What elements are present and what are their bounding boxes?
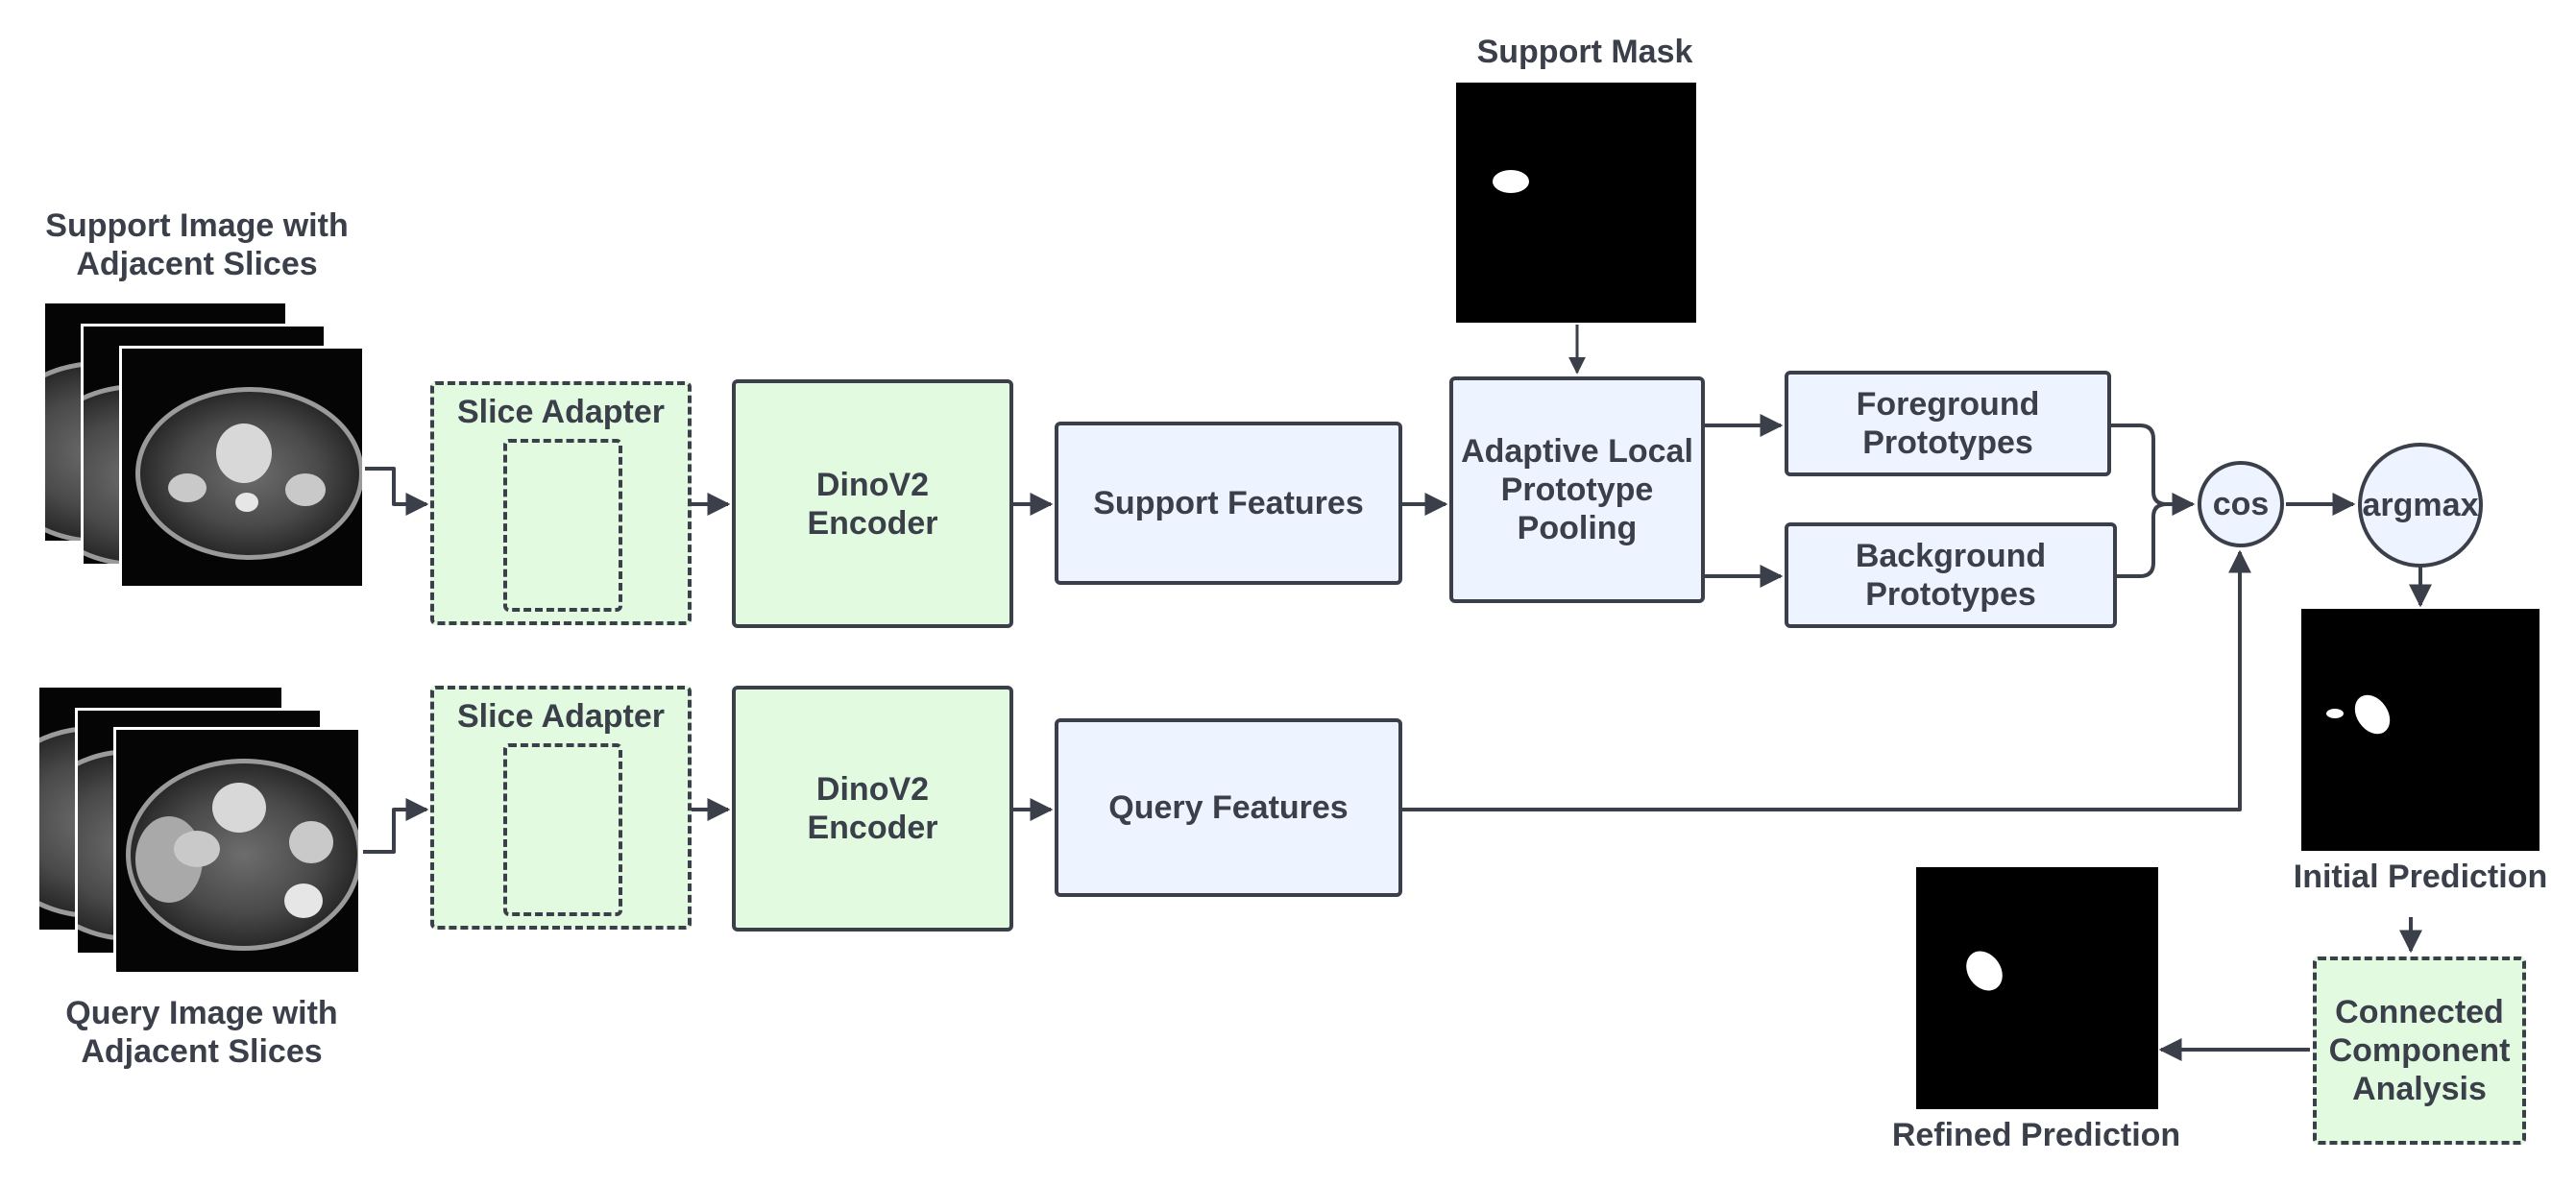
support-slice-adapter: Slice Adapter xyxy=(430,381,692,625)
refined-prediction-image xyxy=(1916,867,2158,1109)
support-mask-label: Support Mask xyxy=(1476,34,1693,70)
foreground-prototypes: Foreground Prototypes xyxy=(1785,371,2111,476)
cos-similarity-node: cos xyxy=(2198,461,2284,547)
support-mask-image xyxy=(1456,83,1696,323)
support-image-label: Support Image with Adjacent Slices xyxy=(45,207,349,282)
argmax-node: argmax xyxy=(2358,443,2483,568)
initial-prediction-image xyxy=(2301,609,2540,851)
support-dinov2-encoder: DinoV2 Encoder xyxy=(732,379,1013,628)
support-adapter-network xyxy=(503,439,622,612)
support-slice-adapter-title: Slice Adapter xyxy=(456,394,666,430)
query-adapter-network xyxy=(503,743,622,916)
adaptive-local-prototype-pooling: Adaptive Local Prototype Pooling xyxy=(1449,376,1705,603)
query-features-box: Query Features xyxy=(1055,718,1402,897)
query-slice-adapter-title: Slice Adapter xyxy=(456,698,666,735)
query-slice-front xyxy=(113,727,361,975)
support-features-box: Support Features xyxy=(1055,422,1402,585)
query-dinov2-encoder: DinoV2 Encoder xyxy=(732,686,1013,932)
query-image-label: Query Image with Adjacent Slices xyxy=(65,995,338,1070)
refined-prediction-label: Refined Prediction xyxy=(1891,1117,2181,1153)
background-prototypes: Background Prototypes xyxy=(1785,522,2117,628)
initial-prediction-label: Initial Prediction xyxy=(2293,859,2548,895)
connected-component-analysis: Connected Component Analysis xyxy=(2313,956,2526,1145)
support-slice-front xyxy=(119,346,365,589)
query-slice-adapter: Slice Adapter xyxy=(430,686,692,930)
